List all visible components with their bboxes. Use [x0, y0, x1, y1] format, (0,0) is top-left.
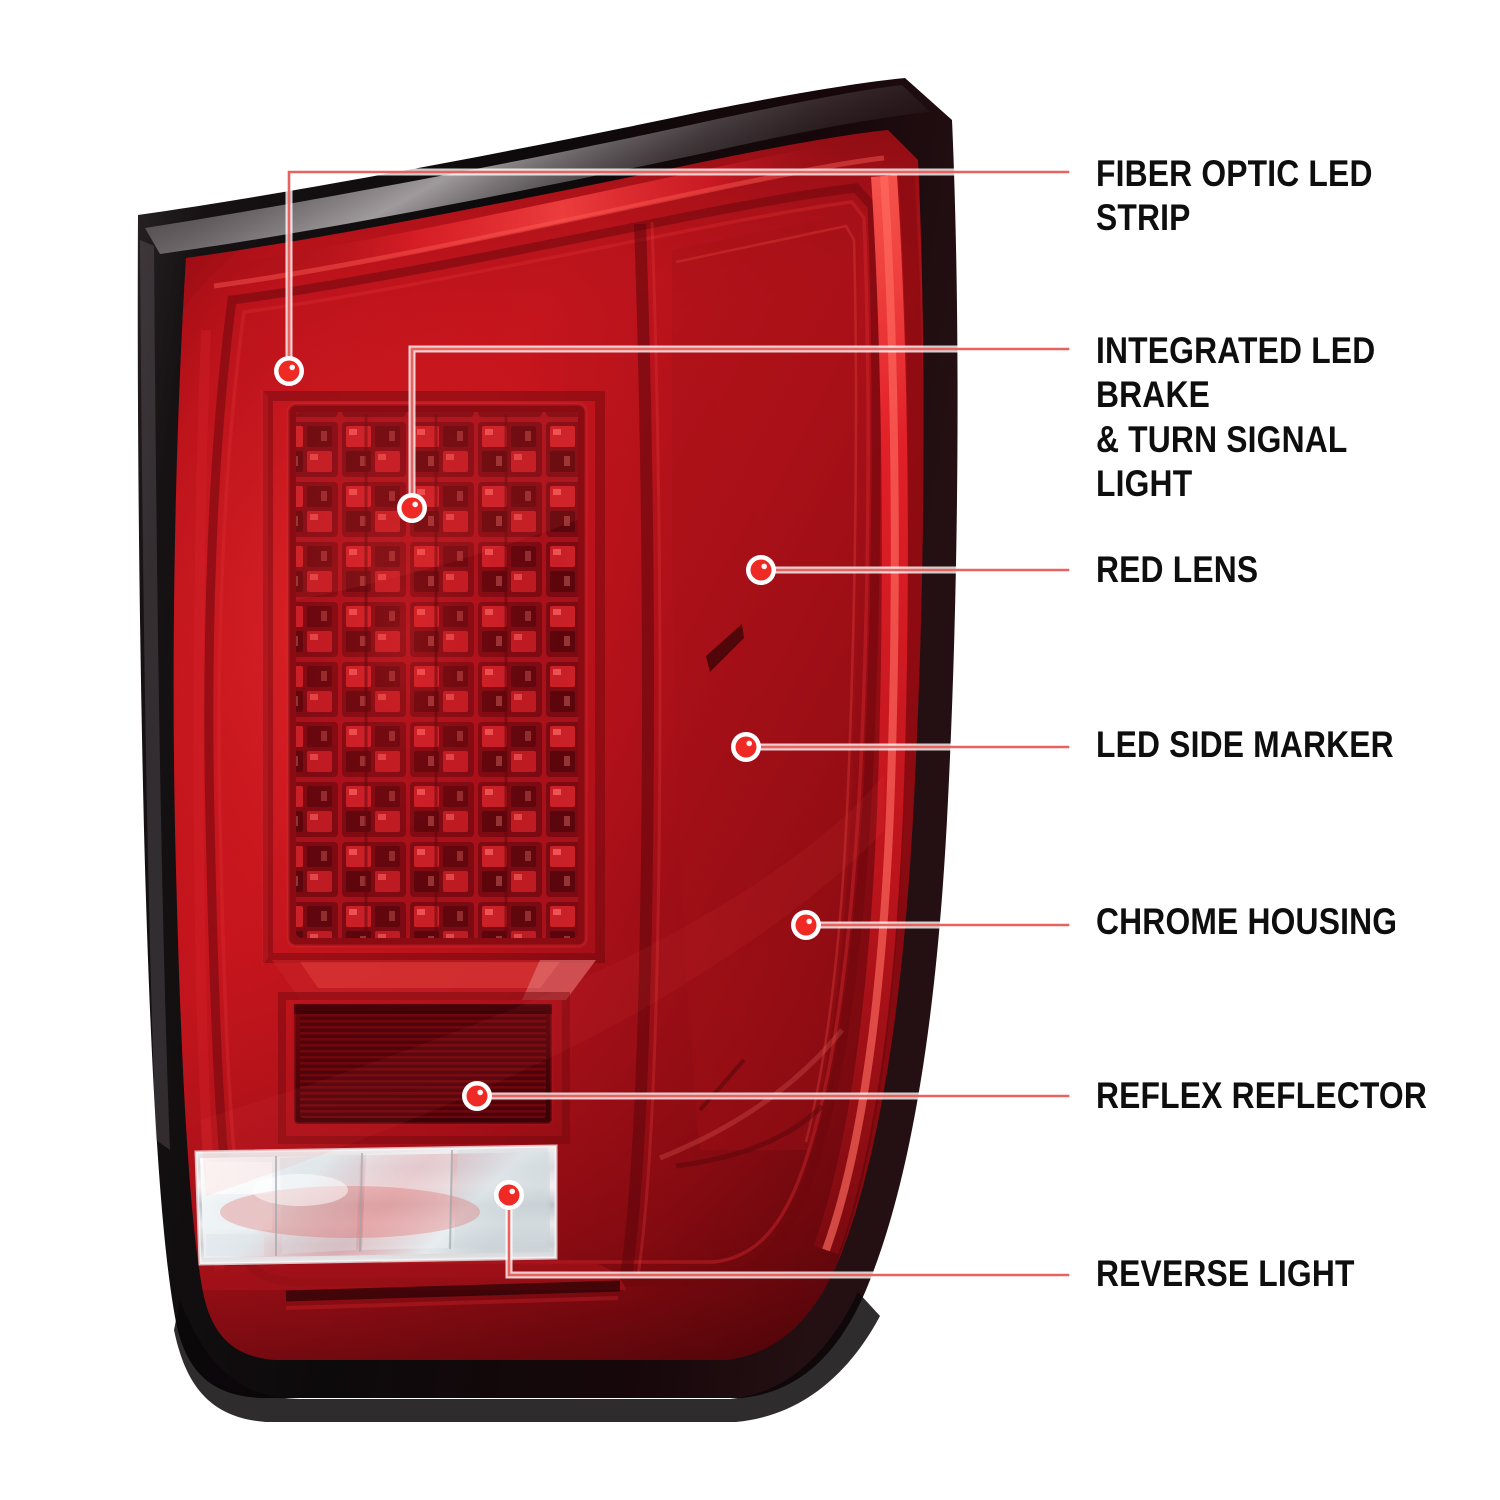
led-matrix	[286, 402, 588, 948]
callout-label-fiber-optic-led-strip: FIBER OPTIC LED STRIP	[1096, 153, 1373, 239]
callout-label-led-side-marker: LED SIDE MARKER	[1096, 724, 1394, 765]
callout-label-red-lens: RED LENS	[1096, 549, 1259, 590]
callout-label-reflex-reflector: REFLEX REFLECTOR	[1096, 1075, 1427, 1116]
tail-light-product-image	[137, 78, 958, 1422]
callout-label-chrome-housing: CHROME HOUSING	[1096, 901, 1398, 942]
callout-label-reverse-light: REVERSE LIGHT	[1096, 1253, 1355, 1294]
callout-label-integrated-led-brake-turn-signal-light: INTEGRATED LED BRAKE & TURN SIGNAL LIGHT	[1096, 330, 1376, 505]
red-lens-body	[173, 130, 924, 1360]
